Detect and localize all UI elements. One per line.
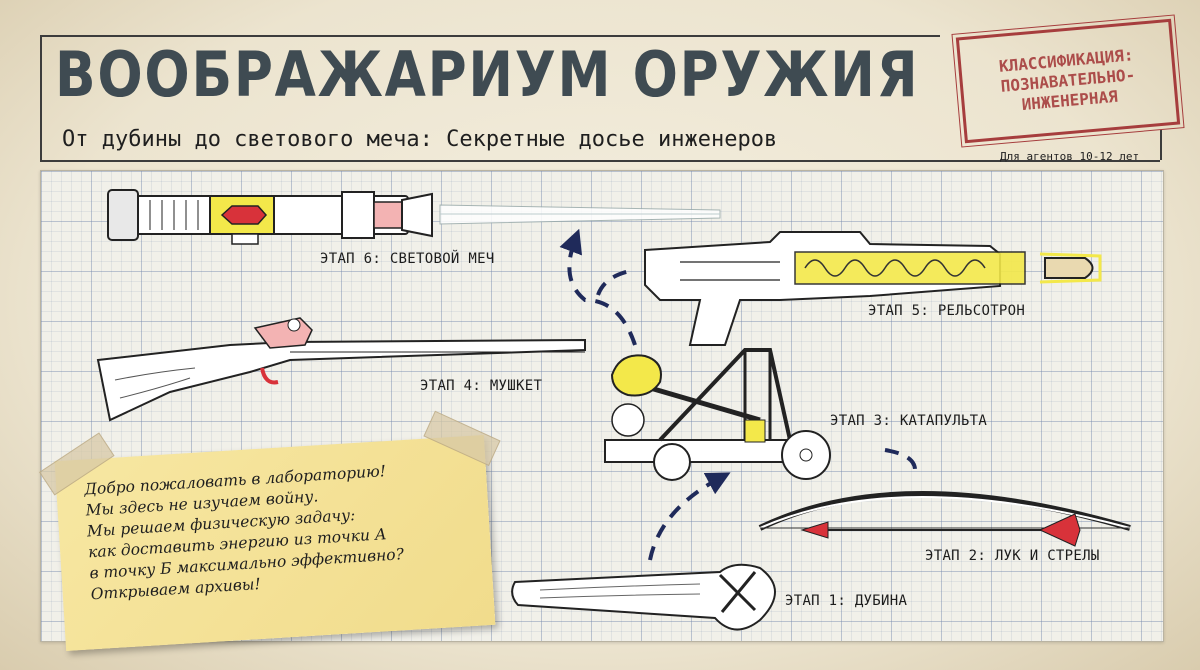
arrow-catapult-to-lightsaber — [559, 228, 637, 346]
page-subtitle: От дубины до светового меча: Секретные д… — [62, 127, 778, 152]
arrow-railgun-branch — [596, 268, 636, 296]
frame-line-left — [40, 35, 42, 160]
progression-arrows — [559, 228, 917, 561]
arrow-bow-to-catapult — [884, 448, 917, 471]
stage-6-label: ЭТАП 6: СВЕТОВОЙ МЕЧ — [320, 249, 495, 267]
frame-line-bottom — [40, 160, 1160, 162]
frame-line-right — [1160, 130, 1162, 160]
stage-4-label: ЭТАП 4: МУШКЕТ — [420, 378, 542, 394]
lightsaber-illustration — [107, 189, 721, 245]
frame-line-top — [40, 35, 940, 37]
bow-arrow-illustration — [758, 491, 1131, 547]
stage-1-label: ЭТАП 1: ДУБИНА — [785, 593, 907, 609]
arrow-club-to-catapult — [648, 472, 731, 561]
musket-illustration — [96, 317, 586, 422]
club-illustration — [511, 563, 776, 631]
audience-label: Для агентов 10-12 лет — [1000, 150, 1140, 163]
stage-2-label: ЭТАП 2: ЛУК И СТРЕЛЫ — [925, 548, 1100, 564]
sticky-note: Добро пожаловать в лабораторию! Мы здесь… — [39, 410, 501, 651]
note-text: Добро пожаловать в лабораторию! Мы здесь… — [84, 456, 481, 606]
catapult-illustration — [604, 348, 831, 481]
stage-5-label: ЭТАП 5: РЕЛЬСОТРОН — [868, 303, 1025, 319]
stage-3-label: ЭТАП 3: КАТАПУЛЬТА — [830, 413, 987, 429]
page-title: ВООБРАЖАРИУМ ОРУЖИЯ — [55, 38, 920, 111]
railgun-illustration — [644, 231, 1102, 346]
